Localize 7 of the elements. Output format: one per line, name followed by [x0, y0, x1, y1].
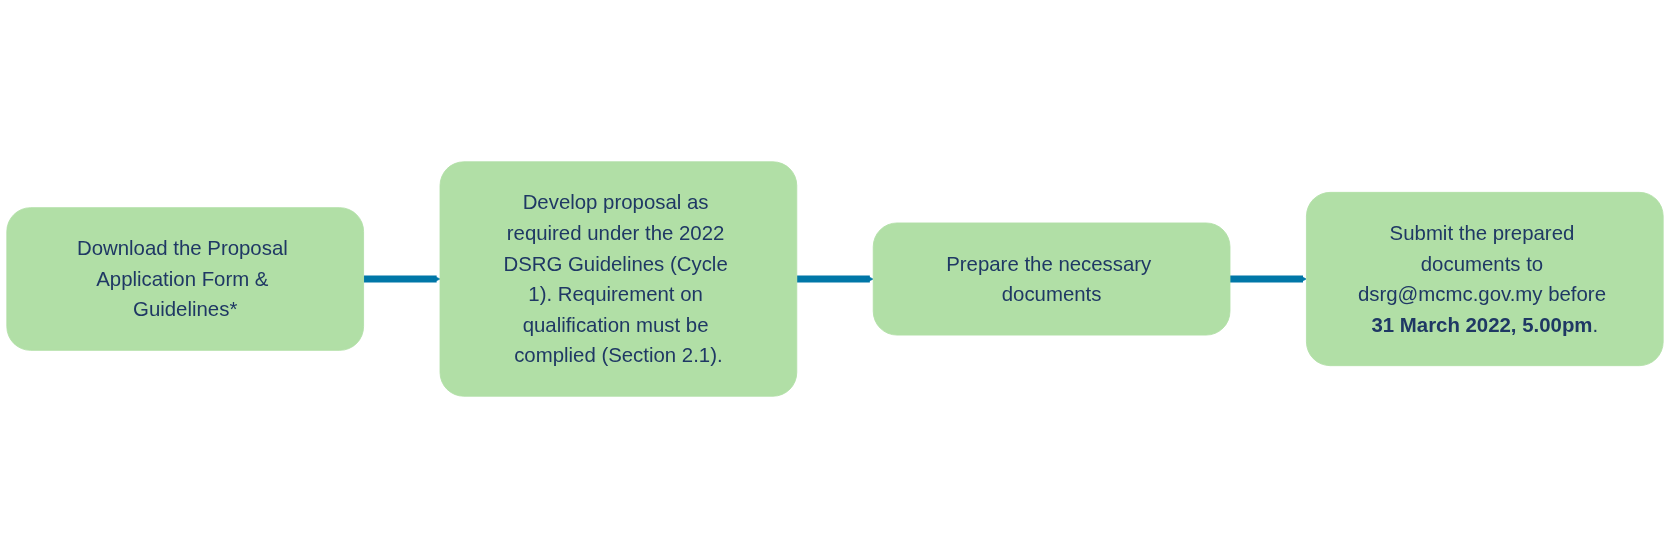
node-box — [439, 161, 798, 398]
node-box — [6, 207, 364, 352]
node-box — [872, 223, 1231, 336]
arrow — [796, 275, 874, 284]
arrow — [363, 275, 441, 284]
arrow — [1230, 275, 1307, 284]
node-box — [1306, 192, 1664, 367]
